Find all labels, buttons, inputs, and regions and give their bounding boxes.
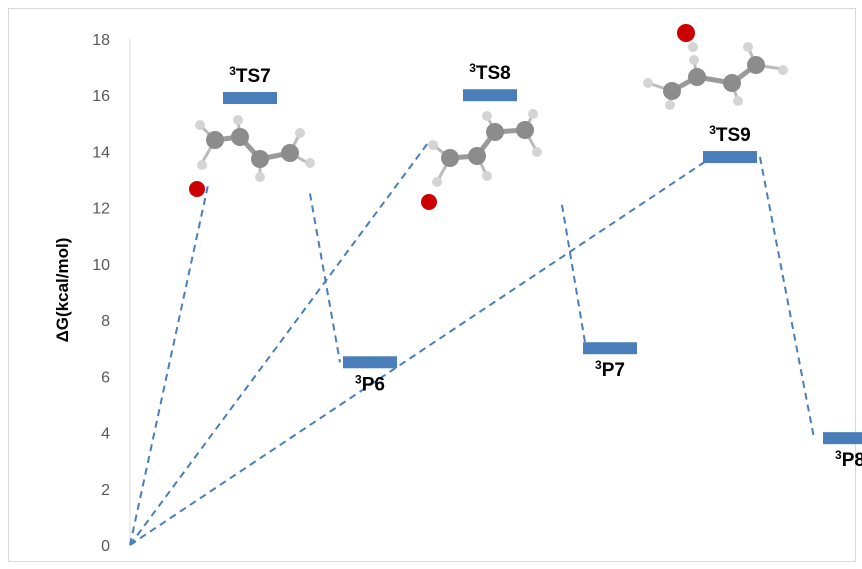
level-label-p8: 3P8 — [835, 448, 862, 471]
energy-levels — [223, 89, 862, 445]
y-tick-label: 16 — [92, 88, 110, 105]
connector-line — [561, 204, 587, 349]
connector-line — [129, 139, 431, 546]
y-tick-label: 6 — [101, 369, 110, 386]
connector-line — [129, 184, 209, 546]
y-tick-label: 12 — [92, 201, 110, 218]
molecule-ts9-icon — [643, 24, 788, 110]
y-tick-label: 18 — [92, 32, 110, 49]
state-labels: 3TS7 3TS8 3TS9 3P6 3P7 3P8 — [229, 61, 862, 471]
y-tick-label: 8 — [101, 313, 110, 330]
connector-line — [129, 156, 713, 546]
level-label-ts7: 3TS7 — [229, 64, 271, 87]
y-tick-label: 2 — [101, 482, 110, 499]
molecule-ts7-icon — [189, 115, 315, 197]
connector-line — [309, 193, 341, 363]
molecule-ts8-icon — [421, 109, 542, 210]
level-label-ts8: 3TS8 — [469, 61, 511, 84]
level-bar-ts8 — [463, 89, 517, 102]
y-tick-label: 14 — [92, 144, 110, 161]
level-bar-p6 — [343, 356, 397, 369]
y-tick-label: 10 — [92, 257, 110, 274]
level-label-p7: 3P7 — [595, 358, 625, 381]
level-bar-p7 — [583, 342, 637, 355]
connector-line — [759, 156, 815, 439]
level-label-ts9: 3TS9 — [709, 123, 751, 146]
y-axis-label: ΔG(kcal/mol) — [53, 238, 72, 343]
level-bar-ts9 — [703, 151, 757, 164]
y-tick-labels: 0 2 4 6 8 10 12 14 16 18 — [92, 32, 110, 555]
chart-frame — [8, 8, 856, 562]
level-label-p6: 3P6 — [355, 372, 385, 395]
y-tick-label: 0 — [101, 538, 110, 555]
y-tick-label: 4 — [101, 426, 110, 443]
level-bar-p8 — [823, 432, 862, 445]
reaction-path-connectors — [129, 139, 815, 546]
level-bar-ts7 — [223, 92, 277, 105]
